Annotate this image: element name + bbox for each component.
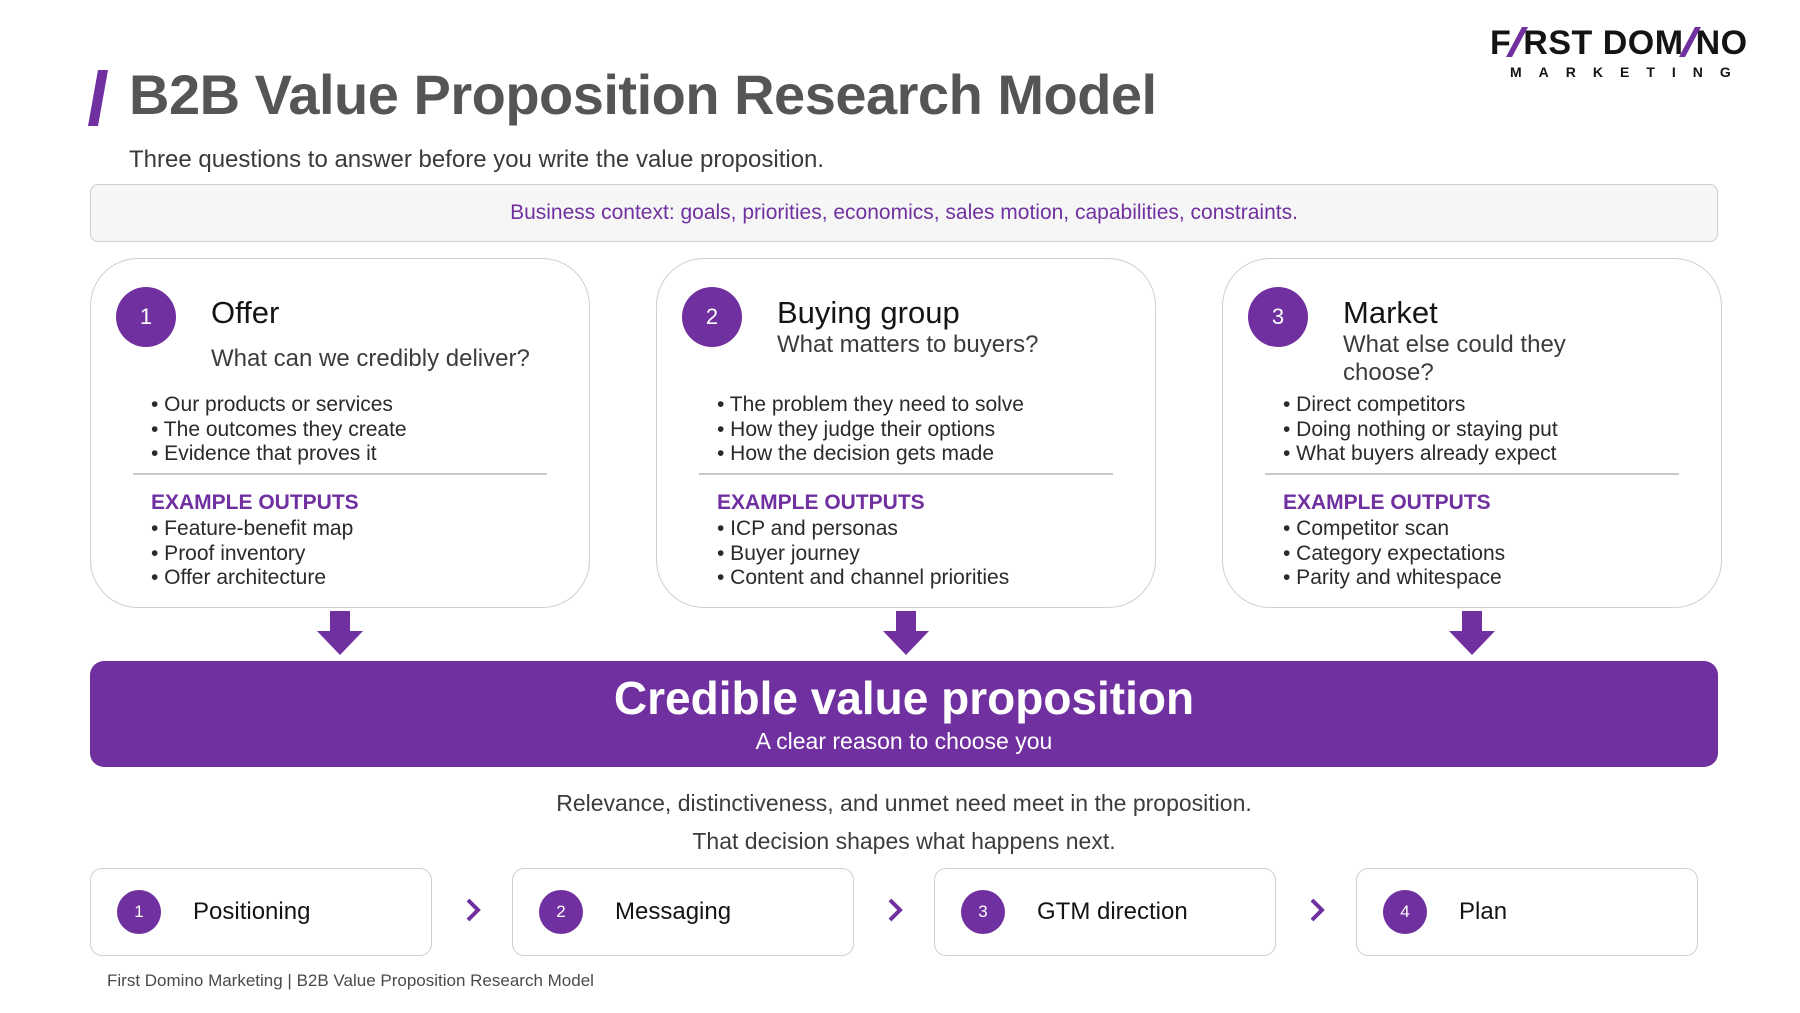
chevron-right-icon [466, 898, 481, 922]
business-context-text: Business context: goals, priorities, eco… [510, 201, 1298, 224]
list-item: • Feature-benefit map [151, 517, 354, 540]
card-outputs-list: • ICP and personas • Buyer journey • Con… [717, 517, 1117, 591]
card-inputs-list: • Our products or services • The outcome… [151, 393, 551, 467]
card-number-badge: 2 [682, 287, 742, 347]
card-market: 3 Market What else could they choose? • … [1222, 258, 1722, 608]
business-context-bar: Business context: goals, priorities, eco… [90, 184, 1718, 242]
step-label: GTM direction [1037, 898, 1188, 925]
card-outputs-list: • Feature-benefit map • Proof inventory … [151, 517, 551, 591]
card-question: What matters to buyers? [777, 331, 1039, 358]
title-accent-slash [88, 70, 108, 126]
card-title: Market [1343, 295, 1438, 330]
example-outputs-label: EXAMPLE OUTPUTS [717, 491, 925, 514]
step-gtm-direction: 3 GTM direction [934, 868, 1276, 956]
card-title: Offer [211, 295, 280, 330]
down-arrow-icon [317, 611, 363, 655]
example-outputs-label: EXAMPLE OUTPUTS [151, 491, 359, 514]
list-item: • Doing nothing or staying put [1283, 417, 1558, 441]
card-offer: 1 Offer What can we credibly deliver? • … [90, 258, 590, 608]
list-item: • How they judge their options [717, 417, 996, 441]
down-arrow-icon [1449, 611, 1495, 655]
step-label: Positioning [193, 898, 311, 925]
card-number-badge: 1 [116, 287, 176, 347]
list-item: • Our products or services [151, 393, 393, 416]
list-item: • Direct competitors [1283, 393, 1466, 416]
example-outputs-label: EXAMPLE OUTPUTS [1283, 491, 1491, 514]
step-positioning: 1 Positioning [90, 868, 432, 956]
list-item: • The problem they need to solve [717, 393, 1024, 416]
card-inputs-list: • The problem they need to solve • How t… [717, 393, 1117, 467]
card-inputs-list: • Direct competitors • Doing nothing or … [1283, 393, 1683, 467]
card-question: What else could they choose? [1343, 331, 1566, 386]
page-title: B2B Value Proposition Research Model [129, 63, 1157, 126]
list-item: • Category expectations [1283, 541, 1506, 565]
value-proposition-band: Credible value proposition A clear reaso… [90, 661, 1718, 767]
list-item: • Proof inventory [151, 541, 306, 565]
step-plan: 4 Plan [1356, 868, 1698, 956]
step-messaging: 2 Messaging [512, 868, 854, 956]
card-buying-group: 2 Buying group What matters to buyers? •… [656, 258, 1156, 608]
list-item: • The outcomes they create [151, 417, 407, 441]
card-header: Buying group What matters to buyers? [777, 295, 1147, 359]
footer-text: First Domino Marketing | B2B Value Propo… [107, 971, 594, 990]
note-line-1: Relevance, distinctiveness, and unmet ne… [556, 790, 1252, 816]
card-number-badge: 3 [1248, 287, 1308, 347]
list-item: • Parity and whitespace [1283, 566, 1502, 589]
note-line-2: That decision shapes what happens next. [692, 828, 1116, 854]
chevron-right-icon [1310, 898, 1325, 922]
list-item: • Offer architecture [151, 566, 327, 589]
card-divider [133, 473, 547, 475]
value-proposition-title: Credible value proposition [613, 672, 1195, 724]
list-item: • Competitor scan [1283, 517, 1450, 540]
step-label: Messaging [615, 898, 732, 925]
list-item: • Buyer journey [717, 541, 860, 565]
step-label: Plan [1459, 898, 1508, 925]
list-item: • What buyers already expect [1283, 442, 1557, 465]
step-number-badge: 4 [1383, 890, 1427, 934]
step-number-badge: 2 [539, 890, 583, 934]
card-title: Buying group [777, 295, 960, 330]
step-number-badge: 1 [117, 890, 161, 934]
value-proposition-subtitle: A clear reason to choose you [755, 728, 1053, 754]
list-item: • How the decision gets made [717, 442, 994, 465]
card-header: Offer What can we credibly deliver? [211, 295, 581, 373]
chevron-right-icon [888, 898, 903, 922]
down-arrow-icon [883, 611, 929, 655]
list-item: • ICP and personas [717, 517, 898, 540]
card-outputs-list: • Competitor scan • Category expectation… [1283, 517, 1683, 591]
page-subtitle: Three questions to answer before you wri… [129, 146, 825, 173]
card-divider [699, 473, 1113, 475]
card-divider [1265, 473, 1679, 475]
step-number-badge: 3 [961, 890, 1005, 934]
card-question: What can we credibly deliver? [211, 345, 530, 372]
card-header: Market What else could they choose? [1343, 295, 1643, 387]
logo-subtext: MARKETING [1510, 64, 1748, 80]
list-item: • Content and channel priorities [717, 566, 1010, 589]
list-item: • Evidence that proves it [151, 442, 377, 465]
